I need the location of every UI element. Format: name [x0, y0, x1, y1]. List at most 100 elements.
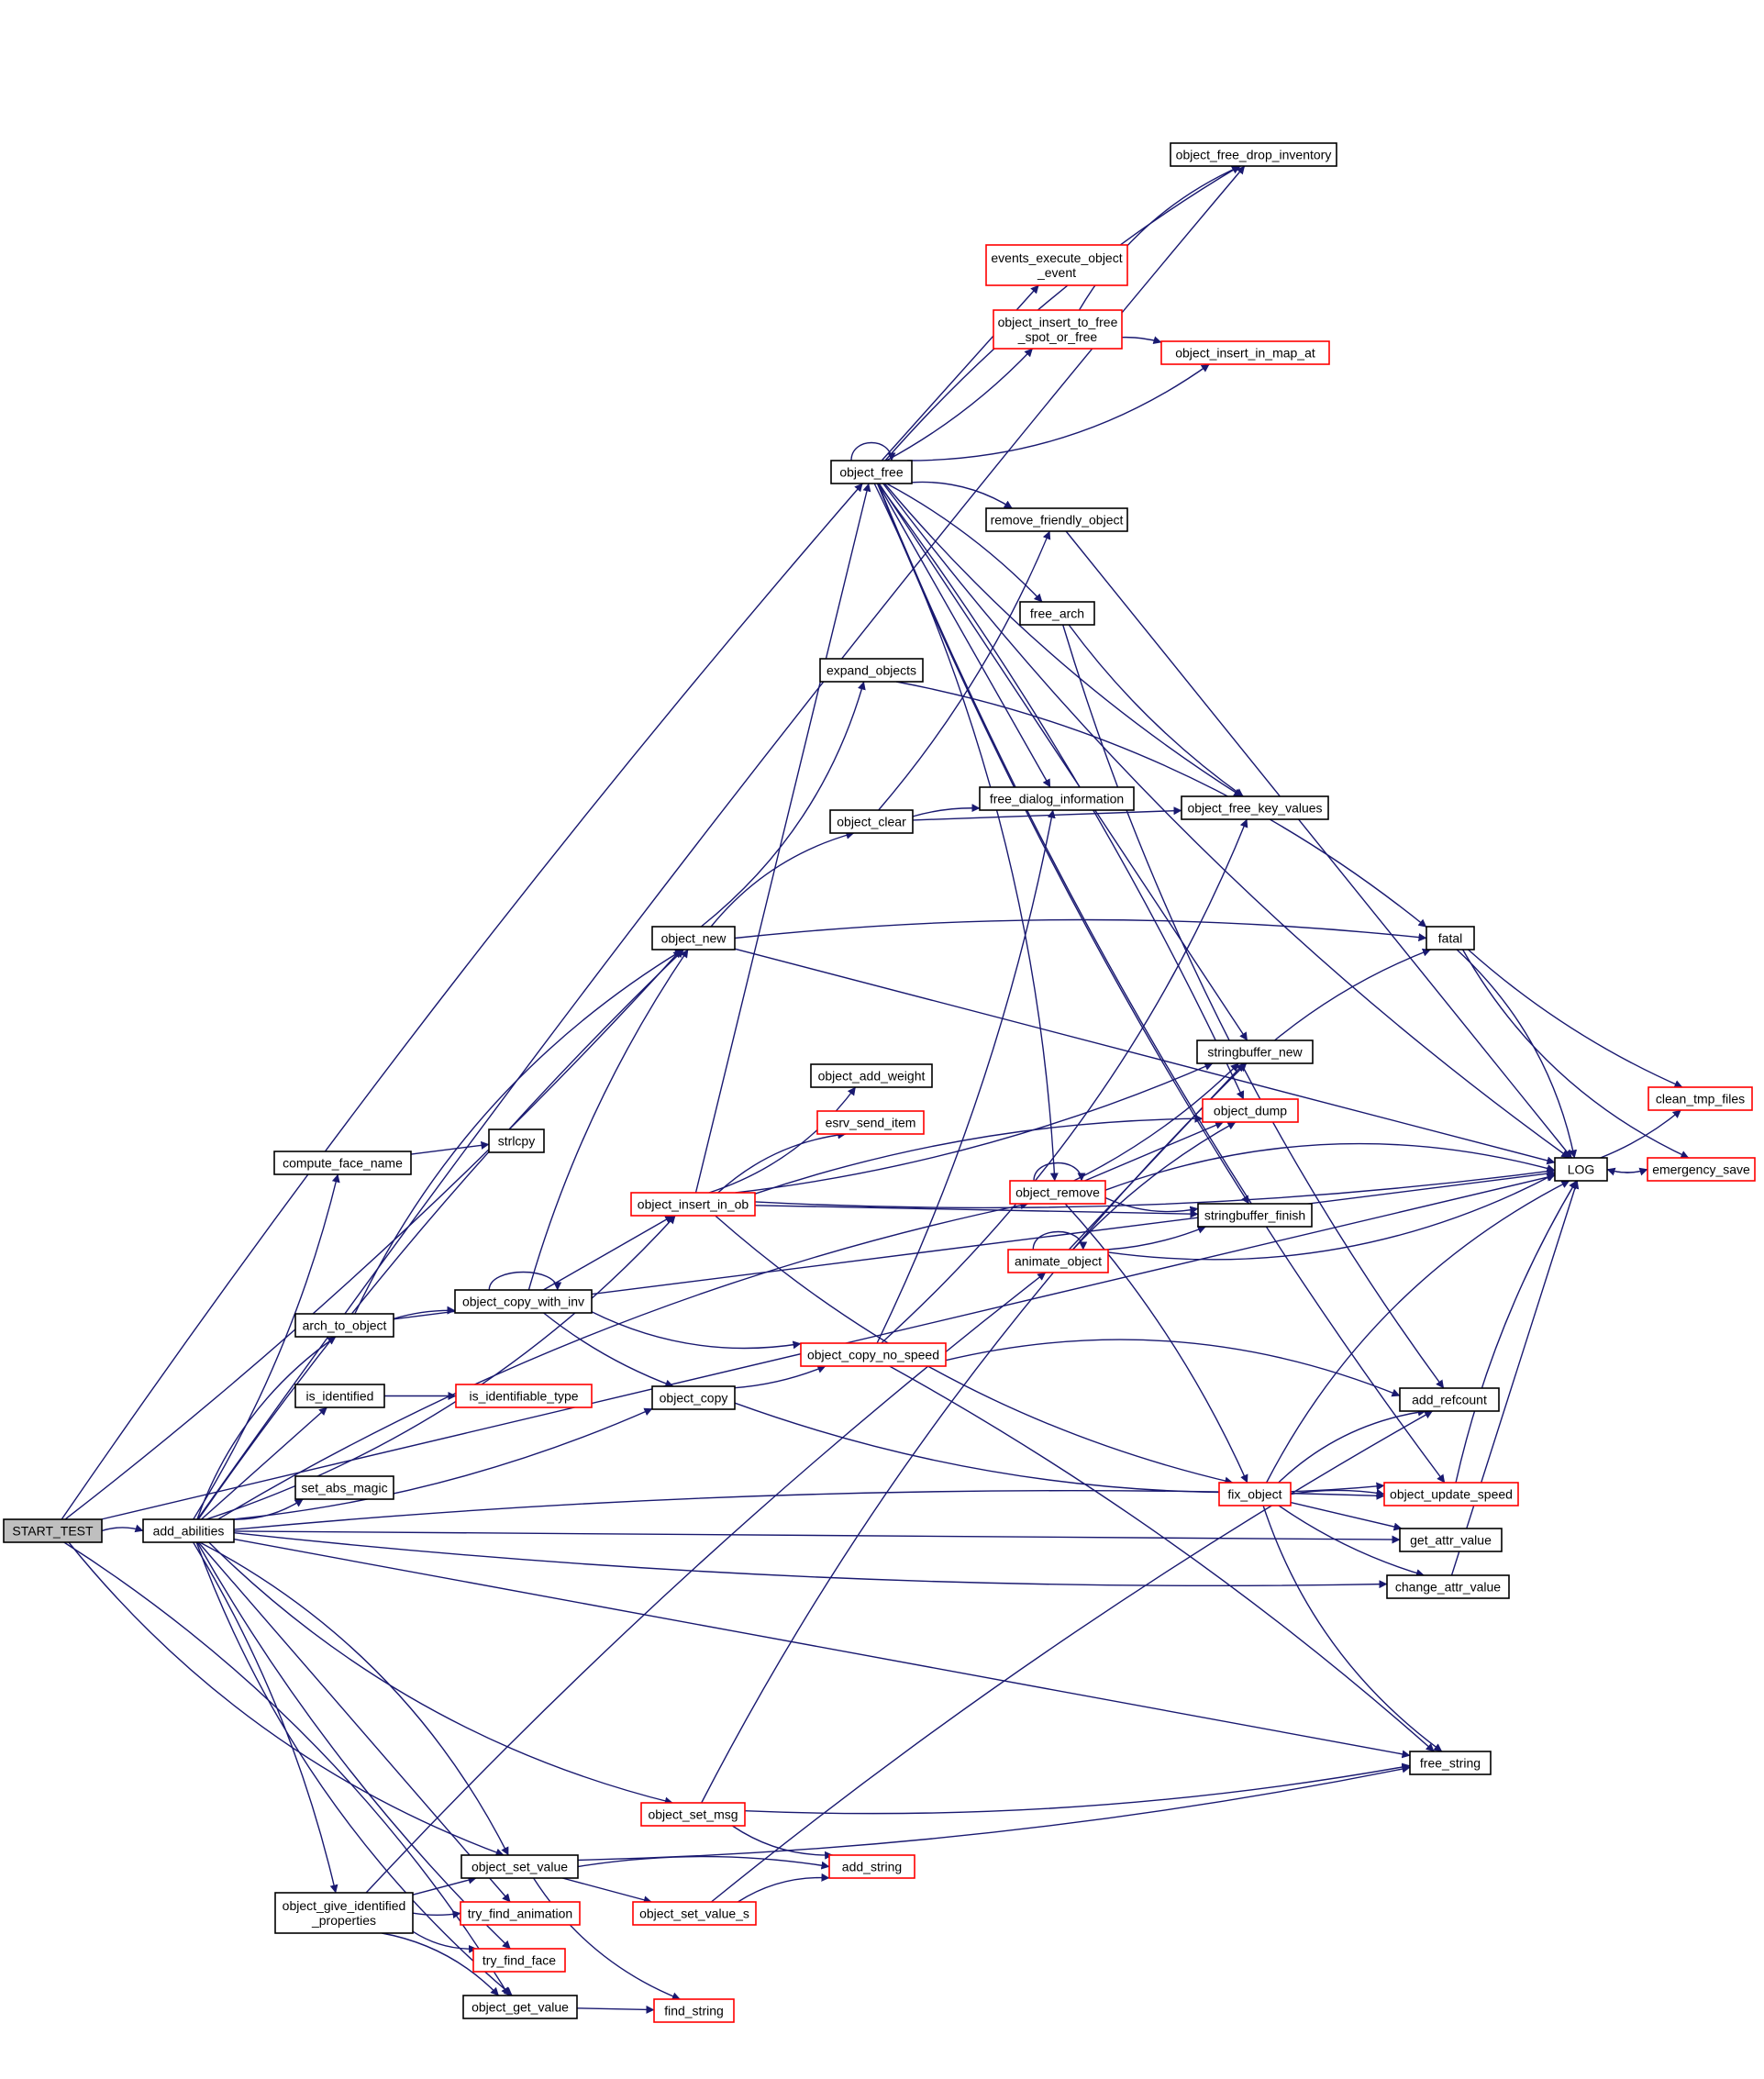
- node-try_find_face[interactable]: try_find_face: [472, 1948, 566, 1973]
- edge-object_set_value_s-to-add_string: [738, 1873, 830, 1903]
- node-label-try_find_face: try_find_face: [483, 1953, 556, 1968]
- node-box-fix_object: [1218, 1482, 1292, 1506]
- node-label-events_execute_object_event: events_execute_object_event: [991, 250, 1122, 280]
- node-label-free_dialog_information: free_dialog_information: [990, 792, 1124, 806]
- node-fix_object[interactable]: fix_object: [1218, 1482, 1292, 1506]
- node-object_give_identified_properties[interactable]: object_give_identified_properties: [274, 1892, 414, 1934]
- node-esrv_send_item[interactable]: esrv_send_item: [816, 1110, 925, 1135]
- node-box-log: [1554, 1157, 1608, 1182]
- node-change_attr_value[interactable]: change_attr_value: [1386, 1574, 1510, 1599]
- node-object_free[interactable]: object_free: [830, 460, 913, 484]
- node-add_abilities[interactable]: add_abilities: [142, 1518, 235, 1543]
- edge-start_test-to-object_set_value: [68, 1541, 505, 1857]
- node-fatal[interactable]: fatal: [1426, 926, 1475, 951]
- node-object_set_msg[interactable]: object_set_msg: [640, 1802, 746, 1827]
- node-emergency_save[interactable]: emergency_save: [1647, 1157, 1756, 1182]
- node-object_remove[interactable]: object_remove: [1009, 1180, 1106, 1205]
- node-object_free_drop_inventory[interactable]: object_free_drop_inventory: [1170, 142, 1337, 167]
- node-box-object_copy_with_inv: [454, 1289, 593, 1314]
- edge-object_insert_in_ob-to-log: [754, 1167, 1556, 1209]
- edge-object_insert_in_ob-to-fix_object: [715, 1215, 1234, 1485]
- node-try_find_animation[interactable]: try_find_animation: [460, 1901, 581, 1926]
- edge-object_remove-to-log: [1104, 1142, 1556, 1191]
- node-box-free_arch: [1019, 601, 1095, 626]
- node-object_update_speed[interactable]: object_update_speed: [1383, 1482, 1519, 1506]
- node-object_get_value[interactable]: object_get_value: [462, 1995, 578, 2019]
- edge-object_new-to-expand_objects: [700, 681, 866, 928]
- node-strlcpy[interactable]: strlcpy: [488, 1128, 545, 1153]
- node-add_string[interactable]: add_string: [828, 1854, 915, 1879]
- node-box-add_abilities: [142, 1518, 235, 1543]
- node-label-object_add_weight: object_add_weight: [818, 1069, 926, 1084]
- node-stringbuffer_finish[interactable]: stringbuffer_finish: [1197, 1203, 1313, 1228]
- node-label-object_free_drop_inventory: object_free_drop_inventory: [1176, 148, 1332, 162]
- node-label-object_update_speed: object_update_speed: [1390, 1487, 1513, 1502]
- edge-object_give_identified_properties-to-object_set_value: [412, 1875, 477, 1896]
- node-events_execute_object_event[interactable]: events_execute_object_event: [985, 244, 1128, 286]
- node-arch_to_object[interactable]: arch_to_object: [294, 1313, 394, 1338]
- node-box-object_free_key_values: [1181, 795, 1329, 820]
- node-object_free_key_values[interactable]: object_free_key_values: [1181, 795, 1329, 820]
- node-remove_friendly_object[interactable]: remove_friendly_object: [985, 507, 1128, 532]
- edge-object_free-to-free_arch: [886, 483, 1043, 603]
- edge-object_copy_no_speed-to-add_refcount: [945, 1339, 1401, 1397]
- node-free_arch[interactable]: free_arch: [1019, 601, 1095, 626]
- node-free_dialog_information[interactable]: free_dialog_information: [979, 786, 1135, 811]
- edge-add_abilities-to-try_find_animation: [197, 1541, 511, 1903]
- edge-add_abilities-to-object_copy: [231, 1407, 653, 1520]
- node-free_string[interactable]: free_string: [1409, 1751, 1492, 1775]
- node-label-object_remove: object_remove: [1015, 1185, 1100, 1200]
- edge-object_get_value-to-find_string: [576, 2005, 655, 2014]
- edge-object_copy_no_speed-to-object_free_key_values: [881, 818, 1248, 1344]
- node-object_insert_to_free_spot_or_free[interactable]: object_insert_to_free_spot_or_free: [993, 309, 1123, 350]
- node-get_attr_value[interactable]: get_attr_value: [1399, 1528, 1503, 1552]
- node-box-compute_face_name: [273, 1151, 412, 1175]
- node-object_add_weight[interactable]: object_add_weight: [810, 1063, 933, 1088]
- node-object_copy_with_inv[interactable]: object_copy_with_inv: [454, 1289, 593, 1314]
- node-label-compute_face_name: compute_face_name: [283, 1156, 403, 1171]
- edge-object_free-to-events_execute_object_event: [881, 284, 1039, 461]
- node-object_dump[interactable]: object_dump: [1202, 1098, 1299, 1123]
- edge-object_set_value-to-free_string: [577, 1764, 1411, 1862]
- node-is_identifiable_type[interactable]: is_identifiable_type: [455, 1384, 593, 1408]
- node-label-object_set_value_s: object_set_value_s: [639, 1907, 749, 1921]
- node-box-stringbuffer_finish: [1197, 1203, 1313, 1228]
- edge-add_abilities-to-arch_to_object: [196, 1336, 337, 1520]
- node-object_copy_no_speed[interactable]: object_copy_no_speed: [800, 1342, 947, 1367]
- node-clean_tmp_files[interactable]: clean_tmp_files: [1648, 1086, 1753, 1111]
- edge-object_insert_in_ob-to-object_add_weight: [708, 1086, 857, 1194]
- node-expand_objects[interactable]: expand_objects: [819, 658, 924, 683]
- node-object_new[interactable]: object_new: [651, 926, 736, 951]
- node-object_copy[interactable]: object_copy: [651, 1385, 736, 1410]
- node-label-is_identifiable_type: is_identifiable_type: [469, 1389, 578, 1404]
- node-label-free_string: free_string: [1420, 1756, 1481, 1771]
- edges-layer: [61, 165, 1690, 2014]
- edge-add_abilities-to-is_identified: [201, 1406, 327, 1520]
- edge-object_free-to-object_free_key_values: [883, 483, 1243, 797]
- edge-free_arch-to-add_refcount: [1062, 624, 1445, 1389]
- node-label-object_get_value: object_get_value: [472, 2000, 569, 2015]
- node-find_string[interactable]: find_string: [653, 1998, 735, 2023]
- edge-fix_object-to-get_attr_value: [1290, 1501, 1403, 1531]
- node-object_set_value_s[interactable]: object_set_value_s: [632, 1901, 757, 1926]
- node-box-object_copy_no_speed: [800, 1342, 947, 1367]
- node-object_insert_in_ob[interactable]: object_insert_in_ob: [630, 1192, 756, 1217]
- node-compute_face_name[interactable]: compute_face_name: [273, 1151, 412, 1175]
- node-start_test[interactable]: START_TEST: [3, 1518, 103, 1543]
- node-add_refcount[interactable]: add_refcount: [1399, 1387, 1500, 1412]
- node-animate_object[interactable]: animate_object: [1007, 1249, 1109, 1273]
- node-object_clear[interactable]: object_clear: [829, 809, 914, 834]
- node-box-free_dialog_information: [979, 786, 1135, 811]
- node-log[interactable]: LOG: [1554, 1157, 1608, 1182]
- edge-fatal-to-emergency_save: [1461, 949, 1690, 1159]
- node-label-animate_object: animate_object: [1015, 1254, 1102, 1269]
- edge-object_copy-to-object_update_speed: [734, 1402, 1385, 1494]
- node-stringbuffer_new[interactable]: stringbuffer_new: [1196, 1040, 1314, 1064]
- edge-object_free-to-stringbuffer_finish: [876, 483, 1250, 1205]
- node-object_set_value[interactable]: object_set_value: [460, 1854, 579, 1879]
- node-set_abs_magic[interactable]: set_abs_magic: [294, 1475, 394, 1500]
- node-object_insert_in_map_at[interactable]: object_insert_in_map_at: [1160, 340, 1330, 365]
- node-box-stringbuffer_new: [1196, 1040, 1314, 1064]
- node-is_identified[interactable]: is_identified: [294, 1384, 385, 1408]
